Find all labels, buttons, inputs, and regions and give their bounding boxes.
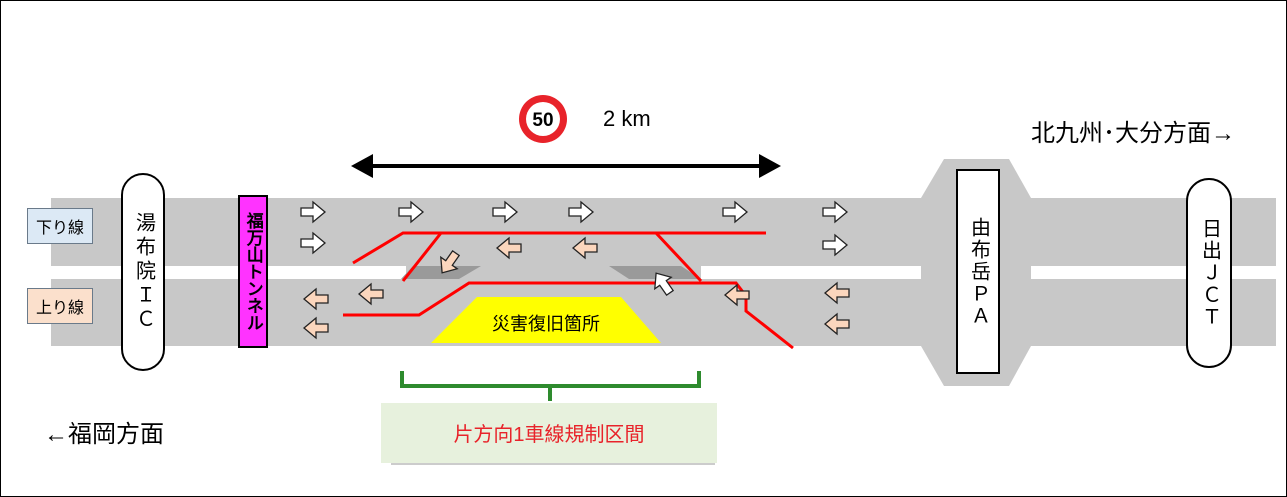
tunnel-name-text: 福万山トンネル <box>243 212 263 331</box>
interchange-sign: 湯布院ＩＣ <box>121 173 165 371</box>
disaster-zone <box>431 297 661 343</box>
restriction-line-down-left <box>401 232 443 282</box>
right-arrow-icon <box>492 200 519 224</box>
right-arrow-icon <box>300 231 327 255</box>
diagonal-down-left-arrow-icon <box>440 249 461 274</box>
right-arrow-icon <box>822 233 849 257</box>
right-arrow-icon <box>300 200 327 224</box>
left-arrow-icon <box>823 312 850 336</box>
restriction-line-down-right <box>654 231 703 283</box>
left-arrow-icon <box>571 236 598 260</box>
parking-area-sign: 由布岳ＰＡ <box>956 169 1000 374</box>
left-arrow-icon <box>495 236 522 260</box>
restriction-label-box <box>381 403 717 463</box>
restriction-label: 片方向1車線規制区間 <box>453 423 644 446</box>
left-arrow-icon <box>357 282 384 306</box>
speed-limit-sign-icon <box>519 95 567 143</box>
down-lane-label: 下り線 <box>27 208 93 244</box>
crossover-shade-right <box>609 266 701 279</box>
distance-double-arrow-icon <box>351 154 781 178</box>
right-arrow-icon <box>568 200 595 224</box>
direction-left-label: ←福岡方面 <box>44 421 164 448</box>
right-arrow-icon <box>722 200 749 224</box>
restriction-line-down <box>352 231 766 265</box>
jct-name-text: 日出ＪＣＴ <box>1198 218 1221 328</box>
diagonal-up-left-arrow-icon <box>654 272 675 297</box>
left-arrow-icon <box>823 281 850 305</box>
distance-label: 2 km <box>603 106 651 131</box>
right-arrow-icon <box>398 200 425 224</box>
disaster-label: 災害復旧箇所 <box>492 314 600 334</box>
right-arrow-icon <box>822 200 849 224</box>
pa-name-text: 由布岳ＰＡ <box>967 216 990 327</box>
restriction-bracket <box>400 371 701 388</box>
speed-limit-value: 50 <box>532 110 553 131</box>
direction-right-label: 北九州･大分方面→ <box>1031 120 1235 147</box>
tunnel-sign: 福万山トンネル <box>238 195 268 348</box>
crossover-shade-left <box>401 266 481 279</box>
left-arrow-icon <box>302 316 329 340</box>
restriction-line-up <box>343 281 794 350</box>
left-arrow-icon <box>723 283 750 307</box>
up-lane-label: 上り線 <box>27 288 93 324</box>
junction-sign: 日出ＪＣＴ <box>1186 178 1232 368</box>
ic-name-text: 湯布院ＩＣ <box>132 212 155 332</box>
left-arrow-icon <box>302 287 329 311</box>
